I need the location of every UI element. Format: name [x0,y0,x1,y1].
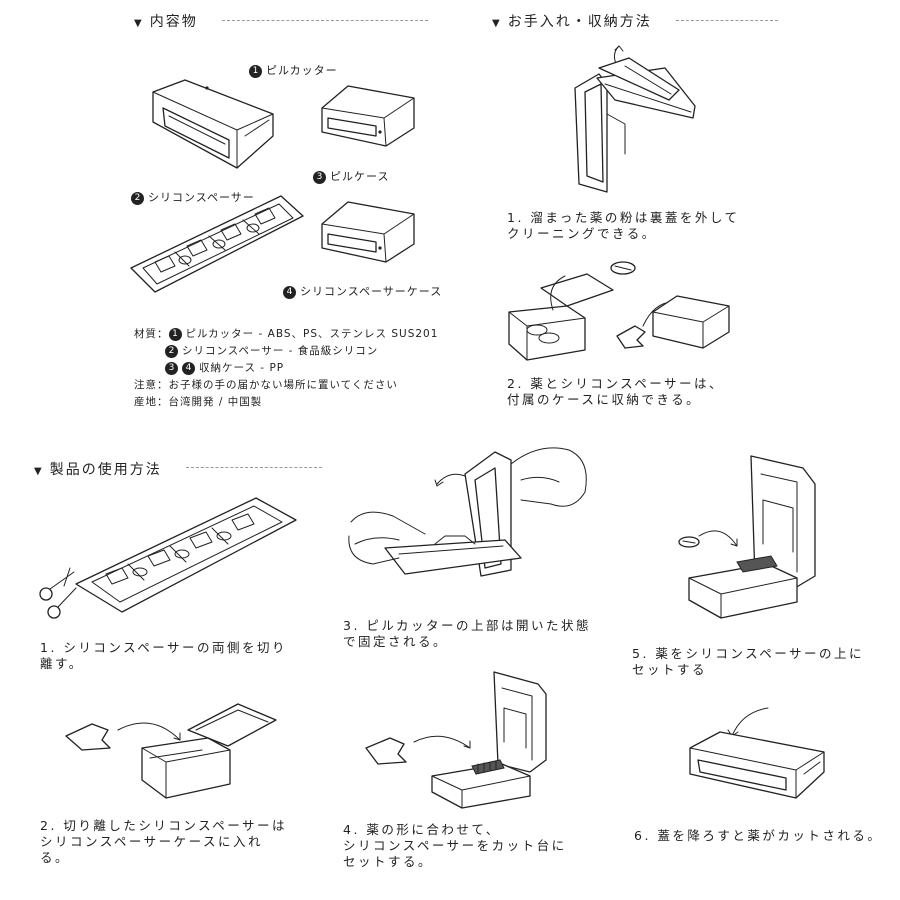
triangle-down-icon: ▼ [134,18,144,29]
usage-step-2: 2. 切り離したシリコンスペーサーは シリコンスペーサーケースに入れ る。 [40,818,288,865]
divider [186,467,322,468]
set-pill-illustration [675,452,835,624]
spacer-into-case-illustration [62,700,280,805]
section-title-contents: ▼内容物 [134,14,198,30]
number-4-icon: 4 [182,361,195,375]
scissors-icon [40,588,52,600]
usage-step-1: 1. シリコンスペーサーの両側を切り 離す。 [40,640,288,671]
storage-cases-illustration [505,256,735,366]
usage-step-3: 3. ピルカッターの上部は開いた状態 で固定される。 [343,618,592,649]
usage-step-4: 4. 薬の形に合わせて、 シリコンスペーサーをカット台に セットする。 [343,822,567,869]
cutter-back-lid-illustration [545,44,705,194]
care-step-2: 2. 薬とシリコンスペーサーは、 付属のケースに収納できる。 [507,376,725,407]
number-1-icon: 1 [168,327,182,341]
open-cutter-hands-illustration [345,440,595,590]
divider [676,20,778,21]
silicone-spacer-illustration [127,190,307,300]
number-2-icon: 2 [165,344,178,358]
number-3-icon: 3 [165,361,178,375]
triangle-down-icon: ▼ [34,466,44,477]
usage-step-5: 5. 薬をシリコンスペーサーの上に セットする [632,646,865,677]
usage-step-6: 6. 蓋を降ろすと薬がカットされる。 [634,828,883,843]
spec-origin: 産地：台湾開発 / 中国製 [134,396,263,408]
section-title-usage: ▼製品の使用方法 [34,462,162,478]
set-spacer-illustration [362,668,552,810]
cut-spacer-illustration [36,488,298,618]
close-lid-illustration [686,704,836,802]
spacer-case-illustration [318,196,418,266]
spec-caution: 注意：お子様の手の届かない場所に置いてください [134,379,398,391]
divider [222,20,428,21]
pill-case-illustration [318,80,418,150]
section-title-care: ▼お手入れ・収納方法 [492,14,652,30]
pill-cutter-illustration [145,74,285,174]
triangle-down-icon: ▼ [492,18,502,29]
care-step-1: 1. 溜まった薬の粉は裏蓋を外して クリーニングできる。 [507,210,740,241]
